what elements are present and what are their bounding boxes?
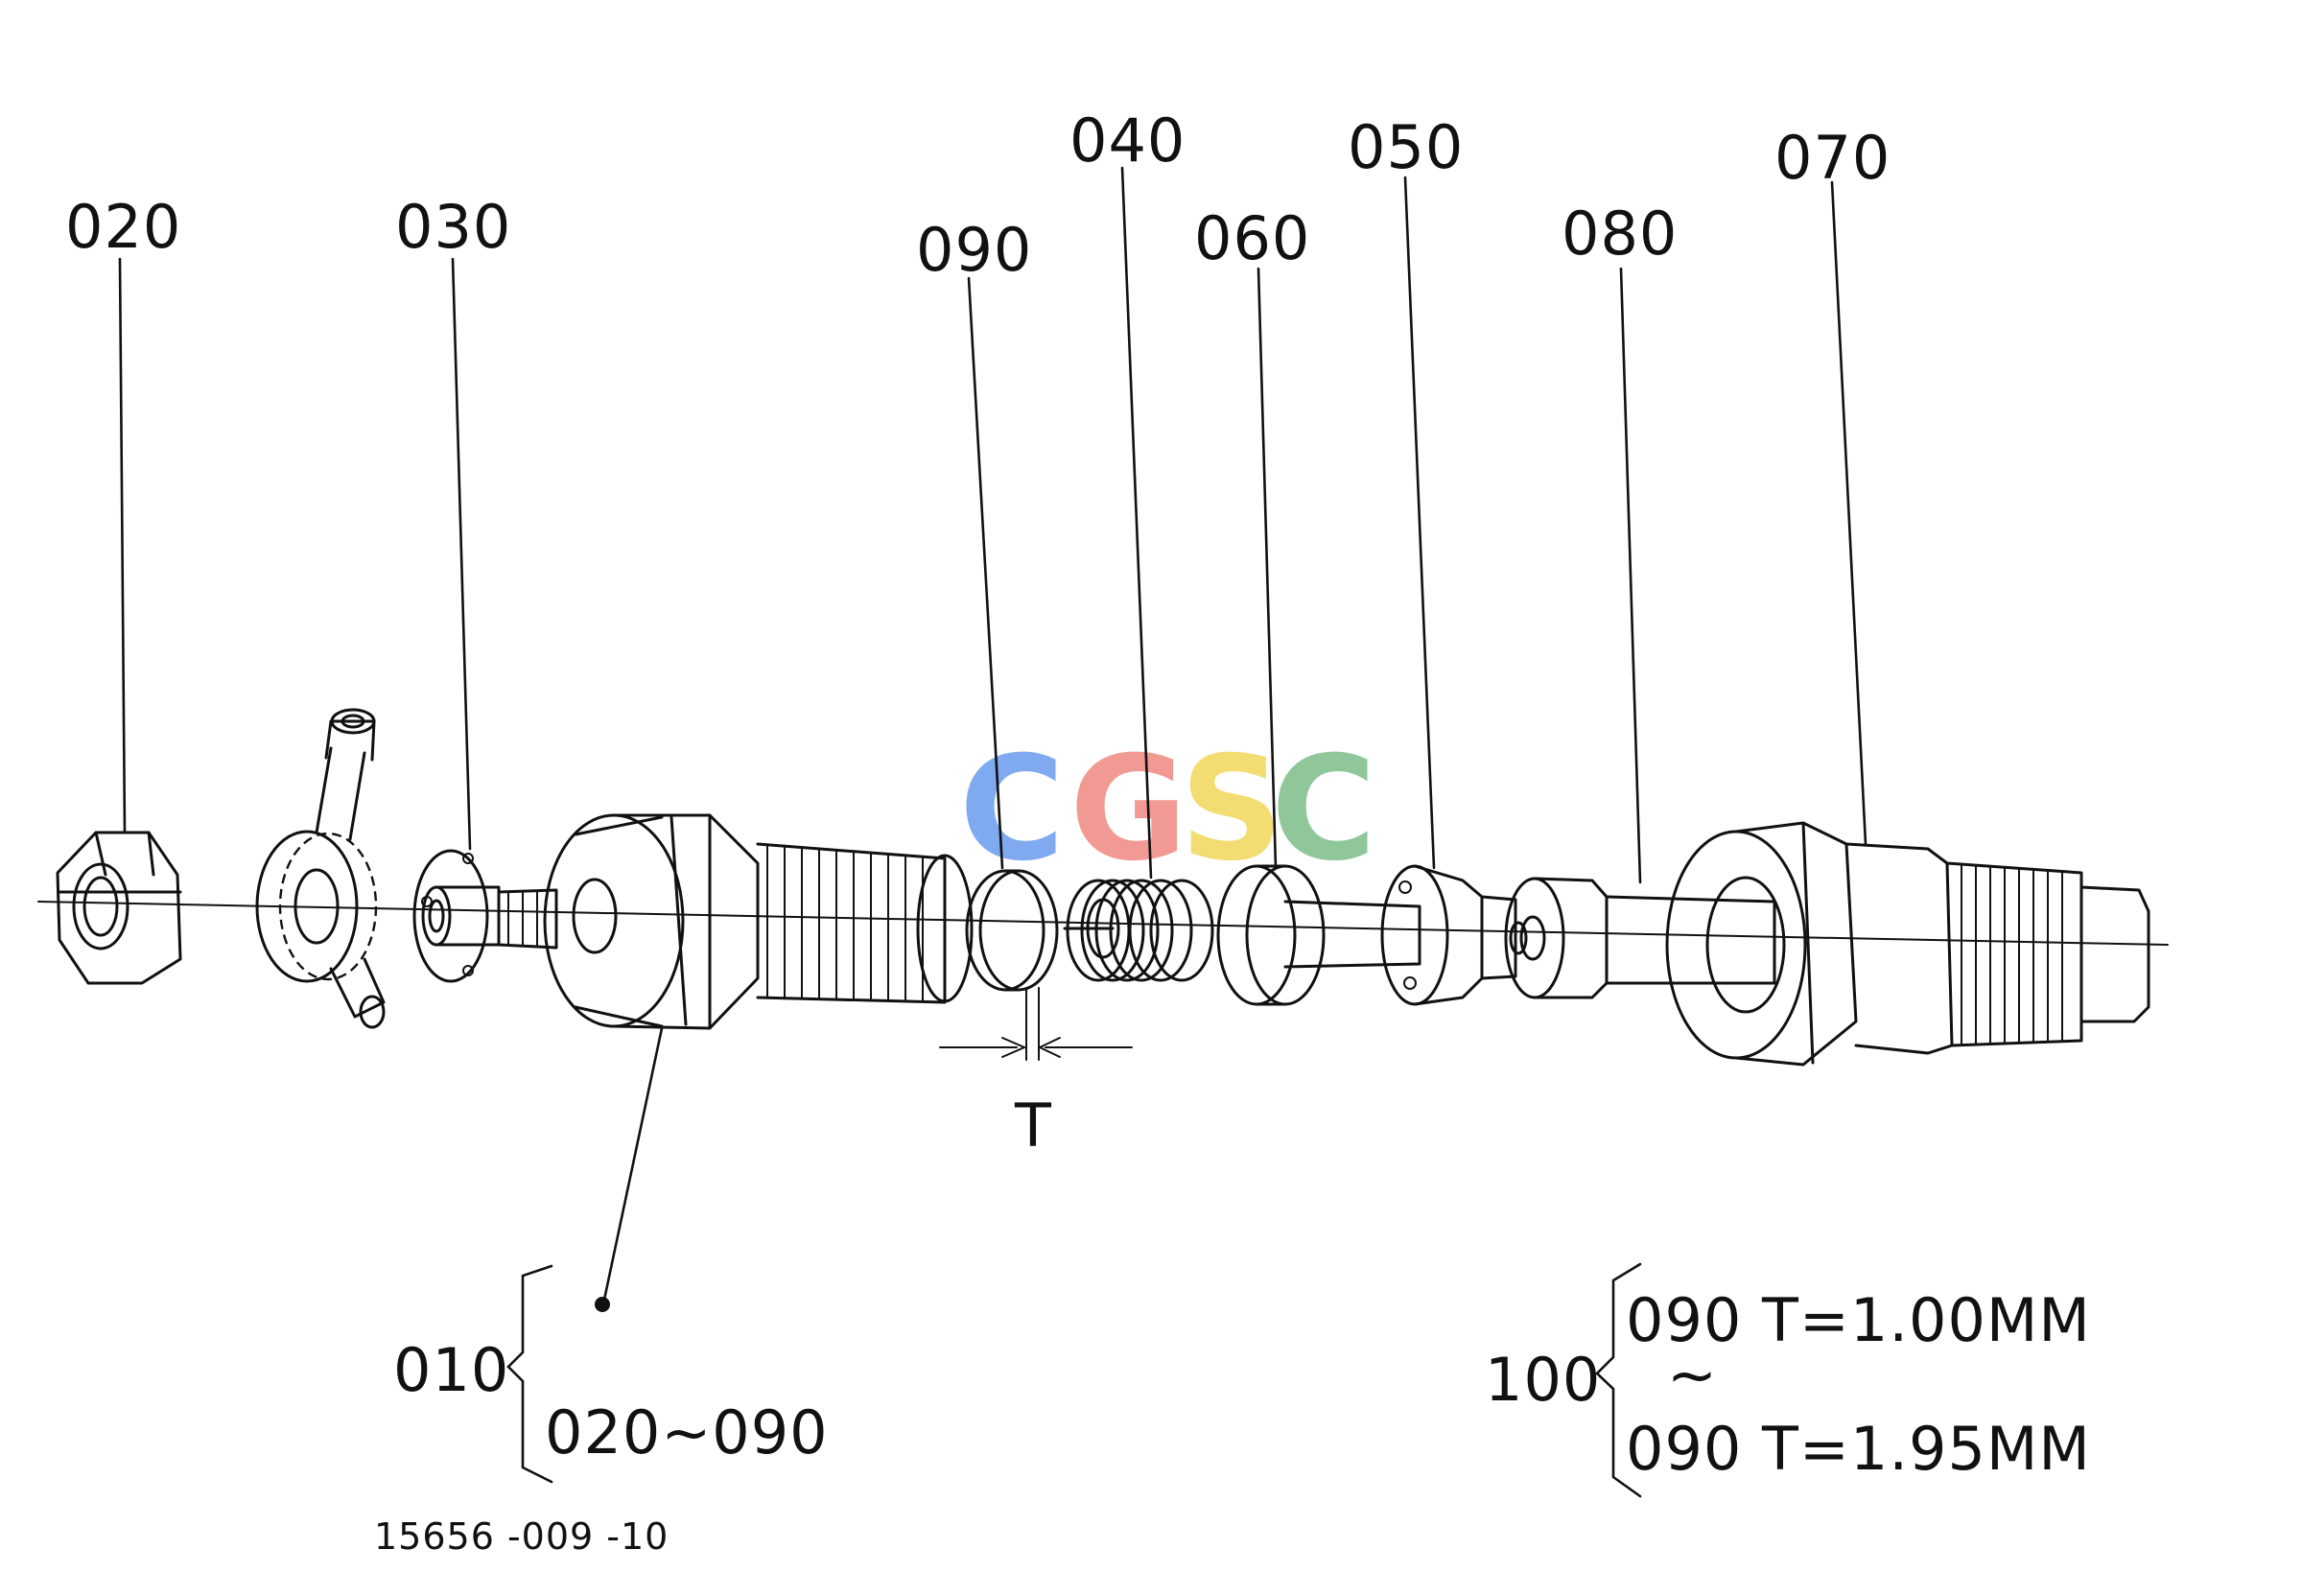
watermark-logo: C G S C [959, 726, 1376, 893]
dimension-t-label: T [1014, 1091, 1052, 1161]
shim-kit-line1: 090 T=1.00MM [1626, 1285, 2091, 1355]
callout-080: 080 [1562, 199, 1678, 269]
assembly-number: 010 [393, 1335, 509, 1405]
part-020-hex-nut [56, 831, 182, 985]
watermark-letter-c1: C [959, 726, 1065, 893]
callout-030: 030 [395, 192, 511, 262]
part-040-spring [1063, 879, 1214, 982]
leader-dot [595, 1297, 610, 1312]
watermark-letter-g: G [1069, 726, 1187, 893]
part-070-retaining-nut [1665, 821, 2150, 1067]
part-080-distance-piece [1504, 877, 1776, 999]
shim-kit-100-callout: 100 090 T=1.00MM ~ 090 T=1.95MM [1485, 1262, 2091, 1498]
callout-050: 050 [1348, 112, 1464, 182]
callout-060: 060 [1194, 203, 1310, 273]
shim-kit-tilde: ~ [1667, 1340, 1718, 1410]
part-060-spring-seat [1216, 864, 1421, 1006]
shim-kit-line2: 090 T=1.95MM [1626, 1414, 2091, 1484]
watermark-letter-c2: C [1271, 726, 1376, 893]
shim-kit-number: 100 [1485, 1345, 1601, 1415]
callout-labels: 020 030 090 040 060 050 080 070 [65, 106, 1891, 285]
part-050-push-rod [1380, 864, 1528, 1006]
part-010-nozzle-holder [543, 813, 974, 1030]
watermark-letter-s: S [1180, 726, 1283, 893]
leader-lines [118, 166, 1867, 1312]
callout-040: 040 [1069, 106, 1186, 176]
center-axis [37, 901, 2169, 946]
callout-020: 020 [65, 192, 181, 262]
callout-090: 090 [916, 215, 1032, 285]
part-030-delivery-valve [412, 849, 558, 983]
drawing-number: 15656 -009 -10 [374, 1515, 669, 1558]
callout-070: 070 [1774, 123, 1891, 193]
banjo-fitting [255, 708, 386, 1029]
assembly-range: 020~090 [545, 1397, 829, 1467]
part-090-shim [965, 869, 1059, 1061]
assembly-010-callout: 010 020~090 [393, 1264, 829, 1484]
thickness-dimension: T [939, 1037, 1133, 1161]
